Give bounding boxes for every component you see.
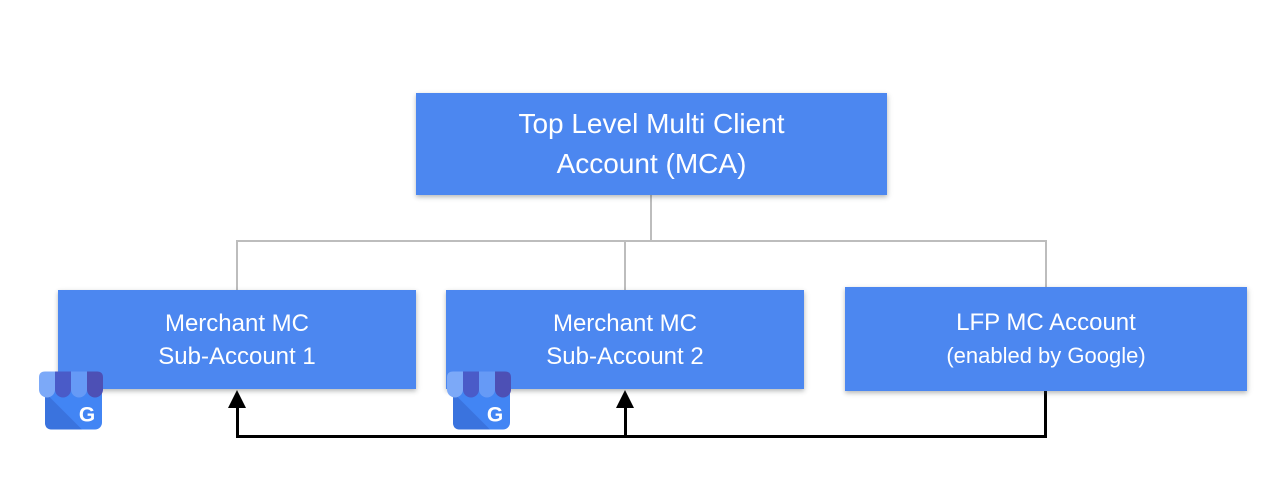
node-label-line1: Merchant MC [552, 309, 698, 337]
node-label-line2: Sub-Account 2 [546, 342, 704, 370]
g-letter: G [487, 404, 503, 427]
arrowhead-up-sub2 [616, 390, 634, 408]
g-letter: G [79, 404, 95, 427]
connector-top-stem [650, 195, 652, 242]
node-label-line1: Top Level Multi Client [518, 108, 785, 139]
node-label-line1: LFP MC Account [956, 309, 1136, 336]
google-business-profile-icon: G [447, 371, 511, 430]
feed-line-horizontal [236, 435, 1047, 438]
node-label-line2: Account (MCA) [556, 148, 747, 179]
node-lfp-mc-account: LFP MC Account (enabled by Google) [845, 287, 1247, 391]
feed-line-up-sub2 [624, 406, 627, 437]
connector-horizontal-rail [236, 240, 1047, 242]
feed-line-up-sub1 [236, 406, 239, 437]
google-business-profile-icon: G [39, 371, 103, 430]
node-merchant-sub-account-1: Merchant MC Sub-Account 1 [58, 290, 416, 389]
connector-drop-sub1 [236, 240, 238, 290]
arrowhead-up-sub1 [228, 390, 246, 408]
node-top-level-mca: Top Level Multi Client Account (MCA) [416, 93, 887, 195]
feed-line-lfp-down [1044, 391, 1047, 438]
node-label-line2: (enabled by Google) [946, 343, 1146, 368]
connector-drop-sub2 [624, 240, 626, 290]
connector-drop-lfp [1045, 240, 1047, 288]
node-label-line2: Sub-Account 1 [158, 342, 316, 370]
node-label-line1: Merchant MC [164, 309, 310, 337]
